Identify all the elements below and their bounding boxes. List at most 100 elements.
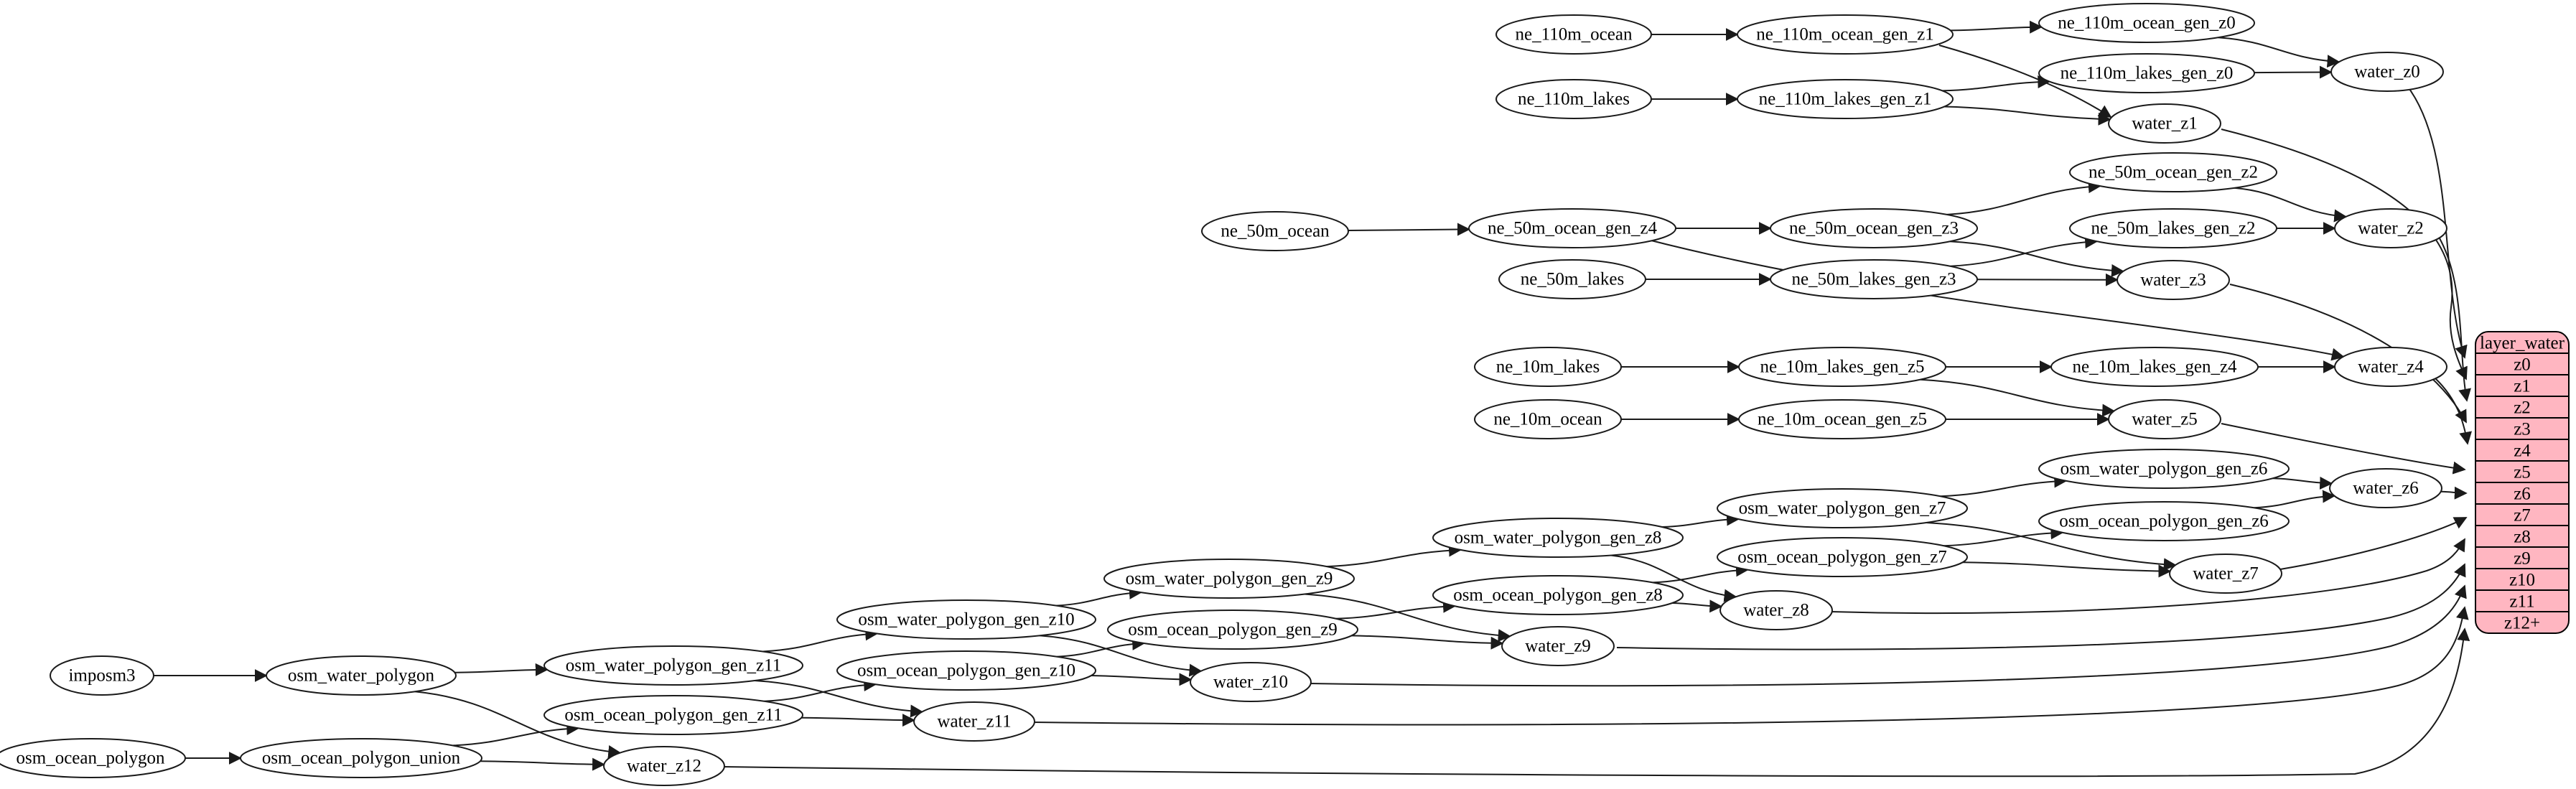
- node-label: osm_ocean_polygon_gen_z8: [1453, 586, 1663, 605]
- node-imposm3: imposm3: [50, 655, 154, 696]
- edge-water_z8-to-row-z8: [1830, 538, 2465, 615]
- edge-osm_ocean_polygon_gen_z7-to-osm_ocean_polygon_gen_z6: [1943, 526, 2064, 547]
- edge-water_z7-to-row-z7: [2279, 517, 2468, 570]
- table-row-label: z3: [2514, 420, 2531, 439]
- edge-osm_water_polygon_gen_z10-to-water_z10: [1039, 635, 1203, 677]
- table-row-label: z0: [2514, 355, 2531, 375]
- node-ellipse: [2334, 347, 2447, 387]
- node-osm_ocean_polygon_gen_z9: osm_ocean_polygon_gen_z9: [1107, 610, 1358, 650]
- node-ellipse: [1190, 662, 1312, 702]
- node-water_z9: water_z9: [1501, 626, 1615, 666]
- edge-osm_ocean_polygon_union-to-water_z12: [480, 757, 606, 771]
- node-ne_50m_ocean_gen_z3: ne_50m_ocean_gen_z3: [1770, 208, 1978, 248]
- node-ellipse: [0, 738, 186, 778]
- edge-osm_ocean_polygon_gen_z6-to-water_z6: [2254, 490, 2336, 509]
- edge-ne_10m_lakes_gen_z5-to-water_z5: [1920, 378, 2116, 417]
- node-ellipse: [1107, 610, 1358, 650]
- edge-ne_110m_ocean_gen_z0-to-water_z0: [2218, 37, 2341, 68]
- edge-osm_water_polygon_gen_z11-to-water_z11: [754, 680, 924, 718]
- node-osm_water_polygon_gen_z10: osm_water_polygon_gen_z10: [836, 599, 1096, 640]
- edge-osm_water_polygon_gen_z6-to-water_z6: [2272, 476, 2333, 490]
- node-ellipse: [1432, 575, 1684, 615]
- table-row-label: z1: [2514, 377, 2531, 396]
- edge-osm_ocean_polygon_gen_z11-to-osm_ocean_polygon_gen_z10: [764, 678, 877, 702]
- nodes-layer: ne_110m_ocean ne_110m_ocean_gen_z1 ne_110m…: [0, 3, 2447, 786]
- node-label: osm_water_polygon_gen_z7: [1739, 499, 1946, 518]
- edge-water_z10-to-row-z10: [1309, 584, 2467, 687]
- edge-water_z1-to-row-z1: [2221, 129, 2468, 381]
- edge-osm_water_polygon-to-water_z12: [414, 691, 622, 758]
- node-ellipse: [2050, 347, 2259, 387]
- node-label: water_z8: [1743, 601, 1809, 620]
- edge-ne_110m_lakes_gen_z1-to-ne_110m_lakes_gen_z0: [1942, 75, 2051, 92]
- table-row-label: z5: [2514, 463, 2531, 482]
- table-row-z1: z1: [2475, 374, 2569, 396]
- node-label: ne_50m_lakes_gen_z3: [1791, 270, 1956, 289]
- node-label: water_z7: [2193, 564, 2259, 584]
- table-row-label: z7: [2514, 506, 2531, 526]
- node-label: water_z4: [2358, 358, 2424, 377]
- node-label: ne_10m_ocean_gen_z5: [1758, 410, 1927, 429]
- node-ellipse: [2169, 554, 2282, 594]
- node-water_z12: water_z12: [603, 746, 725, 786]
- node-label: osm_water_polygon_gen_z11: [566, 656, 781, 676]
- node-ne_50m_ocean_gen_z4: ne_50m_ocean_gen_z4: [1468, 208, 1676, 248]
- edge-water_z9-to-row-z9: [1616, 563, 2466, 650]
- edge-osm_ocean_polygon_gen_z8-to-water_z8: [1671, 599, 1723, 613]
- node-ellipse: [1498, 259, 1646, 299]
- node-ellipse: [2038, 53, 2255, 93]
- edge-ne_50m_ocean_gen_z4-to-water_z4: [1645, 238, 2345, 361]
- node-label: ne_10m_ocean: [1493, 410, 1602, 429]
- edge-osm_water_polygon_gen_z7-to-water_z7: [1926, 522, 2177, 571]
- node-label: osm_ocean_polygon_gen_z6: [2059, 512, 2269, 531]
- node-ne_110m_lakes_gen_z0: ne_110m_lakes_gen_z0: [2038, 53, 2255, 93]
- node-water_z0: water_z0: [2330, 52, 2444, 92]
- table-row-z8: z8: [2475, 525, 2569, 547]
- edge-osm_water_polygon_gen_z9-to-water_z9: [1304, 593, 1511, 643]
- node-ne_10m_ocean: ne_10m_ocean: [1474, 399, 1622, 439]
- node-ellipse: [1719, 590, 1833, 630]
- edge-osm_ocean_polygon_gen_z10-to-osm_ocean_polygon_gen_z9: [1056, 637, 1146, 658]
- node-ellipse: [240, 738, 482, 778]
- node-label: osm_water_polygon: [288, 666, 435, 686]
- node-osm_ocean_polygon_gen_z7: osm_ocean_polygon_gen_z7: [1717, 537, 1968, 577]
- node-ellipse: [1501, 626, 1615, 666]
- node-label: ne_50m_ocean_gen_z3: [1789, 219, 1959, 238]
- node-label: ne_110m_lakes_gen_z0: [2061, 64, 2234, 83]
- node-ne_110m_lakes: ne_110m_lakes: [1495, 79, 1652, 119]
- node-label: ne_10m_lakes: [1496, 358, 1600, 377]
- table-row-label: z8: [2514, 528, 2531, 547]
- node-ellipse: [2329, 468, 2442, 508]
- node-osm_water_polygon_gen_z9: osm_water_polygon_gen_z9: [1103, 559, 1355, 599]
- node-ellipse: [266, 655, 457, 696]
- table-row-label: z12+: [2504, 614, 2540, 633]
- node-ellipse: [1495, 14, 1652, 55]
- node-ellipse: [2334, 208, 2447, 248]
- node-label: osm_ocean_polygon: [17, 749, 165, 768]
- node-ellipse: [543, 645, 803, 686]
- node-ellipse: [2038, 3, 2255, 43]
- node-ne_110m_ocean_gen_z1: ne_110m_ocean_gen_z1: [1737, 14, 1954, 55]
- node-label: ne_10m_lakes_gen_z5: [1760, 358, 1924, 377]
- edge-osm_water_polygon_gen_z7-to-osm_water_polygon_gen_z6: [1940, 475, 2068, 498]
- edge-ne_50m_ocean_gen_z3-to-water_z3: [1949, 241, 2124, 277]
- node-label: ne_110m_ocean_gen_z1: [1756, 25, 1934, 45]
- table-row-label: z6: [2514, 485, 2531, 504]
- node-osm_water_polygon: osm_water_polygon: [266, 655, 457, 696]
- edge-water_z3-to-row-z3: [2229, 284, 2467, 424]
- node-label: water_z9: [1525, 637, 1591, 656]
- node-label: ne_50m_ocean_gen_z2: [2089, 163, 2258, 182]
- node-ellipse: [603, 746, 725, 786]
- node-label: ne_110m_ocean: [1516, 25, 1633, 45]
- node-ellipse: [543, 695, 803, 735]
- node-ellipse: [836, 650, 1096, 691]
- table-row-label: z4: [2514, 442, 2531, 461]
- table-row-label: z10: [2509, 571, 2535, 590]
- table-row-z7: z7: [2475, 503, 2569, 526]
- node-ellipse: [2117, 260, 2230, 300]
- table-row-z3: z3: [2475, 417, 2569, 439]
- node-label: osm_ocean_polygon_gen_z11: [564, 706, 782, 725]
- node-water_z6: water_z6: [2329, 468, 2442, 508]
- node-ellipse: [1495, 79, 1652, 119]
